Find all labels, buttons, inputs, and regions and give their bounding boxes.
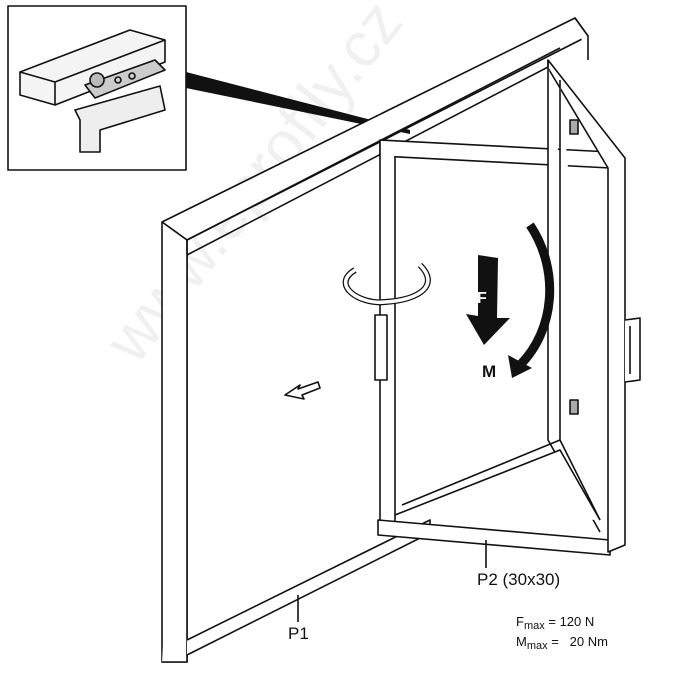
force-arrow-icon (466, 255, 510, 345)
detail-inset (7, 5, 187, 171)
p2-label: P2 (30x30) (477, 570, 561, 589)
zoom-callout (186, 72, 410, 134)
fmax-subscript: max (523, 620, 545, 632)
mmax-symbol: M (516, 634, 527, 649)
fmax-symbol: F (516, 614, 524, 629)
moment-label: M (482, 362, 497, 381)
mmax-spec: Mmax = 20 Nm (516, 634, 608, 654)
mmax-value: = 20 Nm (551, 634, 608, 649)
outer-frame-p1 (161, 17, 589, 663)
slide-arrow-icon (284, 381, 321, 400)
moment-arrow-icon (516, 222, 555, 369)
p1-label: P1 (288, 624, 309, 643)
door-frame-p2 (374, 59, 641, 556)
mmax-subscript: max (526, 640, 548, 652)
fmax-value: = 120 N (548, 614, 595, 629)
fmax-spec: Fmax = 120 N (516, 614, 594, 634)
force-label: F (477, 290, 487, 307)
